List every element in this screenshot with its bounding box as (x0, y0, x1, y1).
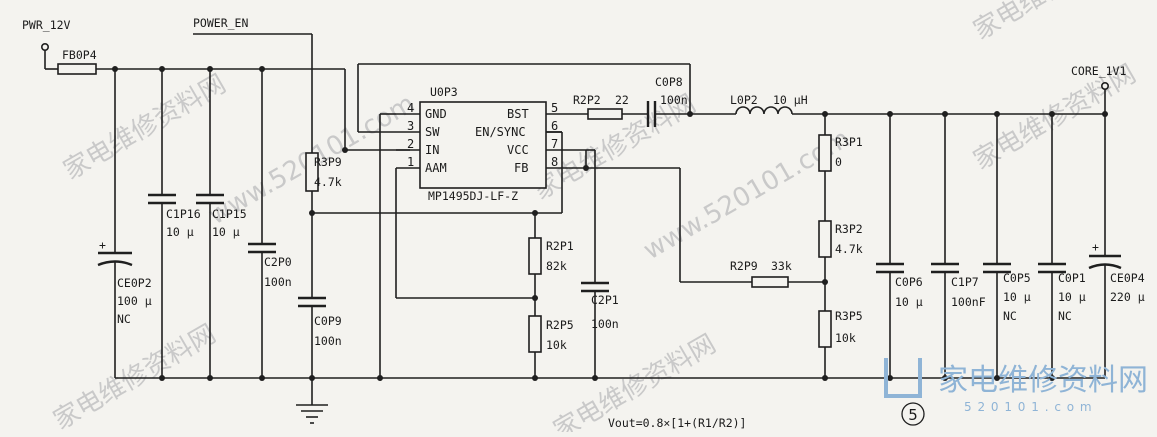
ce0p2-note: NC (117, 312, 131, 326)
c0p8-ref: C0P8 (655, 75, 683, 89)
r3p2-value: 4.7k (835, 242, 863, 256)
ic-pin-num-6: 6 (551, 119, 558, 133)
watermark-text-1: 家电维修资料网 (59, 69, 232, 186)
ic-ref: U0P3 (430, 85, 458, 99)
watermark-text-4: 家电维修资料网 (49, 319, 222, 432)
site-logo: 家电维修资料网 5 2 0 1 0 1 . c o m (884, 358, 1148, 414)
c0p5-ref: C0P5 (1003, 271, 1031, 285)
c2p1-ref: C2P1 (591, 293, 619, 307)
r2p9-value: 33k (771, 259, 792, 273)
terminal-pwr-12v (40, 42, 49, 51)
r2p1-ref: R2P1 (546, 239, 574, 253)
ce0p2-polarity: + (99, 238, 106, 252)
ic-pin-name-bst: BST (507, 107, 529, 121)
ic-pin-num-8: 8 (551, 155, 558, 169)
c0p8-value: 100n (660, 93, 688, 107)
ic-pin-num-5: 5 (551, 101, 558, 115)
resistor-r3p2 (818, 220, 832, 258)
ground-symbol (296, 404, 328, 424)
c0p6-value: 10 μ (895, 295, 923, 309)
c0p1-value: 10 μ (1058, 290, 1086, 304)
logo-bracket-icon (884, 358, 922, 398)
resistor-r2p5 (528, 315, 542, 353)
r3p5-ref: R3P5 (835, 309, 863, 323)
r3p5-value: 10k (835, 331, 856, 345)
c0p9-ref: C0P9 (314, 314, 342, 328)
terminal-core-1v1 (1101, 82, 1110, 91)
r2p2-ref: R2P2 (573, 93, 601, 107)
r3p2-ref: R3P2 (835, 222, 863, 236)
inductor-l0p2 (735, 106, 793, 115)
junction-dots (112, 66, 1108, 381)
c0p5-note: NC (1003, 309, 1017, 323)
ferrite-bead-fb0p4 (57, 63, 97, 75)
ic-pin-name-sw: SW (425, 125, 440, 139)
resistor-r2p2 (587, 108, 623, 120)
page-number: 5 (908, 406, 918, 424)
ic-pin-num-1: 1 (407, 155, 414, 169)
l0p2-value: 10 μH (773, 93, 808, 107)
ce0p4-polarity: + (1092, 240, 1099, 254)
ic-part-number: MP1495DJ-LF-Z (428, 189, 518, 203)
net-label-core-1v1: CORE_1V1 (1071, 64, 1126, 78)
ic-pin-name-vcc: VCC (507, 143, 529, 157)
c2p0-value: 100n (264, 275, 292, 289)
r2p2-value: 22 (615, 93, 629, 107)
r2p9-ref: R2P9 (730, 259, 758, 273)
r2p1-value: 82k (546, 259, 567, 273)
c0p1-note: NC (1058, 309, 1072, 323)
resistor-r3p1 (818, 134, 832, 172)
resistor-r2p1 (528, 237, 542, 275)
ic-pin-name-en-sync: EN/SYNC (475, 125, 526, 139)
fb0p4-ref: FB0P4 (62, 48, 97, 62)
ic-pin-num-4: 4 (407, 101, 414, 115)
c1p16-value: 10 μ (166, 225, 194, 239)
ce0p4-value: 220 μ (1110, 290, 1145, 304)
c0p1-ref: C0P1 (1058, 271, 1086, 285)
ce0p4-ref: CE0P4 (1110, 271, 1145, 285)
ic-pin-name-fb: FB (514, 161, 528, 175)
ce0p2-ref: CE0P2 (117, 276, 152, 290)
ic-pin-num-3: 3 (407, 119, 414, 133)
ic-pin-name-gnd: GND (425, 107, 447, 121)
r3p9-value: 4.7k (314, 175, 342, 189)
c2p1-value: 100n (591, 317, 619, 331)
r3p1-value: 0 (835, 155, 842, 169)
c0p6-ref: C0P6 (895, 275, 923, 289)
c1p16-ref: C1P16 (166, 207, 201, 221)
ce0p2-value: 100 μ (117, 294, 152, 308)
r3p9-ref: R3P9 (314, 155, 342, 169)
c1p15-ref: C1P15 (212, 207, 247, 221)
ic-u0p3 (419, 101, 547, 189)
net-label-power-en: POWER_EN (193, 16, 248, 30)
watermark-text-6: 家电维修资料网 (969, 0, 1142, 46)
c1p15-value: 10 μ (212, 225, 240, 239)
net-label-pwr-12v: PWR_12V (22, 18, 71, 32)
resistor-r2p9 (751, 276, 789, 288)
ic-pin-num-2: 2 (407, 137, 414, 151)
logo-text: 家电维修资料网 (938, 363, 1148, 398)
r3p1-ref: R3P1 (835, 135, 863, 149)
c0p9-value: 100n (314, 334, 342, 348)
l0p2-ref: L0P2 (730, 93, 758, 107)
logo-url: 5 2 0 1 0 1 . c o m (964, 400, 1093, 414)
c1p7-value: 100nF (951, 295, 986, 309)
c0p5-value: 10 μ (1003, 290, 1031, 304)
r2p5-value: 10k (546, 338, 567, 352)
r2p5-ref: R2P5 (546, 318, 574, 332)
c1p7-ref: C1P7 (951, 275, 979, 289)
page-number-circle (901, 402, 925, 426)
c2p0-ref: C2P0 (264, 255, 292, 269)
ic-pin-name-aam: AAM (425, 161, 447, 175)
vout-formula: Vout=0.8×[1+(R1/R2)] (608, 416, 746, 430)
ic-pin-num-7: 7 (551, 137, 558, 151)
resistor-r3p5 (818, 310, 832, 348)
ic-pin-name-in: IN (425, 143, 439, 157)
